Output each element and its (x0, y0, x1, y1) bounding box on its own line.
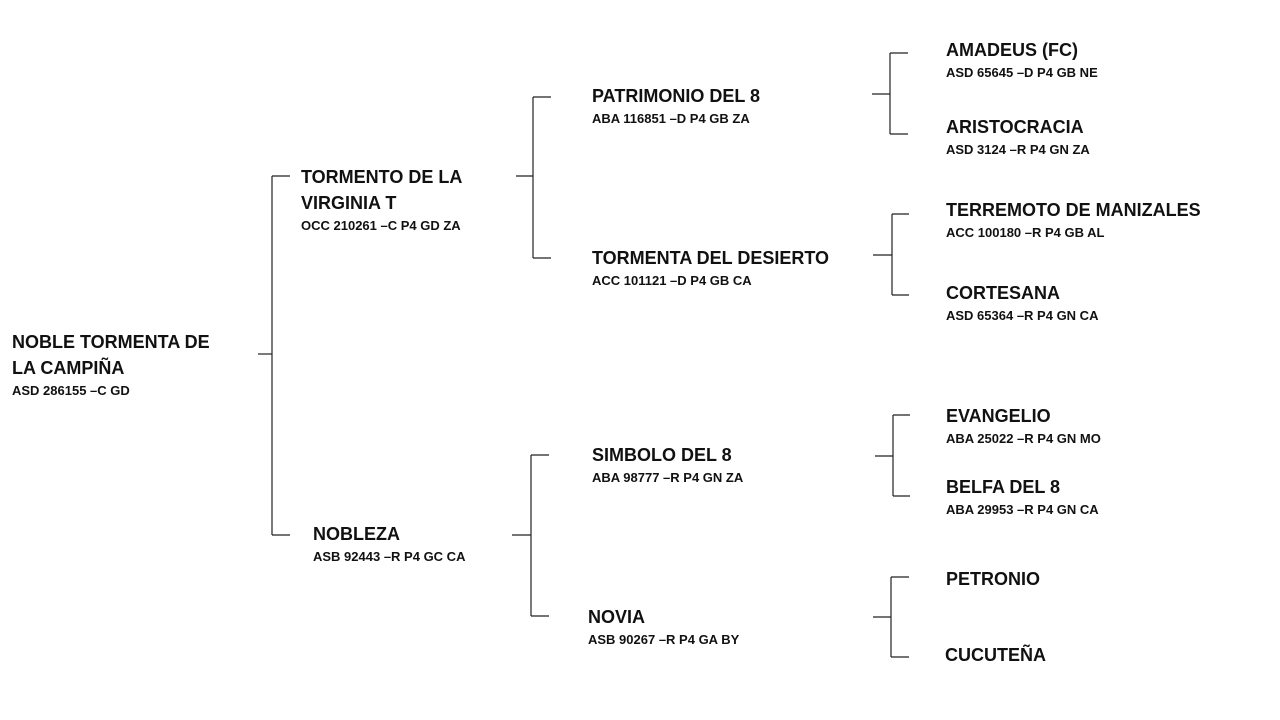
sire-node: TORMENTO DE LA VIRGINIA T OCC 210261 –C … (301, 164, 473, 235)
sire-dam-reg: ACC 101121 –D P4 GB CA (592, 273, 752, 288)
ggp-name: BELFA DEL 8 (946, 477, 1061, 497)
ggp-node: AMADEUS (FC) ASD 65645 –D P4 GB NE (946, 37, 1098, 82)
sire-reg: OCC 210261 –C P4 GD ZA (301, 218, 461, 233)
ggp-reg: ABA 29953 –R P4 GN CA (946, 502, 1099, 517)
dam-sire-node: SIMBOLO DEL 8 ABA 98777 –R P4 GN ZA (592, 442, 743, 487)
dam-node: NOBLEZA ASB 92443 –R P4 GC CA (313, 521, 465, 566)
ggp-name: PETRONIO (946, 569, 1041, 589)
ggp-node: EVANGELIO ABA 25022 –R P4 GN MO (946, 403, 1101, 448)
dam-dam-name: NOVIA (588, 607, 646, 627)
ggp-node: CUCUTEÑA (945, 642, 1046, 668)
subject-name: NOBLE TORMENTA DE LA CAMPIÑA (12, 332, 210, 378)
ggp-name: CUCUTEÑA (945, 645, 1046, 665)
ggp-name: AMADEUS (FC) (946, 40, 1078, 60)
ggp-node: TERREMOTO DE MANIZALES ACC 100180 –R P4 … (946, 197, 1201, 242)
dam-sire-name: SIMBOLO DEL 8 (592, 445, 732, 465)
sire-name: TORMENTO DE LA VIRGINIA T (301, 167, 462, 213)
ggp-reg: ASD 65645 –D P4 GB NE (946, 65, 1098, 80)
ggp-name: CORTESANA (946, 283, 1061, 303)
ggp-reg: ABA 25022 –R P4 GN MO (946, 431, 1101, 446)
ggp-node: ARISTOCRACIA ASD 3124 –R P4 GN ZA (946, 114, 1090, 159)
sire-sire-name: PATRIMONIO DEL 8 (592, 86, 761, 106)
ggp-reg: ACC 100180 –R P4 GB AL (946, 225, 1105, 240)
sire-dam-node: TORMENTA DEL DESIERTO ACC 101121 –D P4 G… (592, 245, 829, 290)
sire-sire-reg: ABA 116851 –D P4 GB ZA (592, 111, 750, 126)
subject-node: NOBLE TORMENTA DE LA CAMPIÑA ASD 286155 … (12, 329, 224, 400)
dam-name: NOBLEZA (313, 524, 400, 544)
dam-dam-node: NOVIA ASB 90267 –R P4 GA BY (588, 604, 739, 649)
dam-reg: ASB 92443 –R P4 GC CA (313, 549, 466, 564)
ggp-reg: ASD 65364 –R P4 GN CA (946, 308, 1099, 323)
sire-dam-name: TORMENTA DEL DESIERTO (592, 248, 830, 268)
ggp-node: PETRONIO (946, 566, 1040, 592)
ggp-node: BELFA DEL 8 ABA 29953 –R P4 GN CA (946, 474, 1099, 519)
dam-dam-reg: ASB 90267 –R P4 GA BY (588, 632, 740, 647)
ggp-name: ARISTOCRACIA (946, 117, 1084, 137)
ggp-name: EVANGELIO (946, 406, 1051, 426)
sire-sire-node: PATRIMONIO DEL 8 ABA 116851 –D P4 GB ZA (592, 83, 760, 128)
subject-reg: ASD 286155 –C GD (12, 383, 130, 398)
dam-sire-reg: ABA 98777 –R P4 GN ZA (592, 470, 744, 485)
ggp-node: CORTESANA ASD 65364 –R P4 GN CA (946, 280, 1098, 325)
ggp-reg: ASD 3124 –R P4 GN ZA (946, 142, 1090, 157)
ggp-name: TERREMOTO DE MANIZALES (946, 200, 1201, 220)
